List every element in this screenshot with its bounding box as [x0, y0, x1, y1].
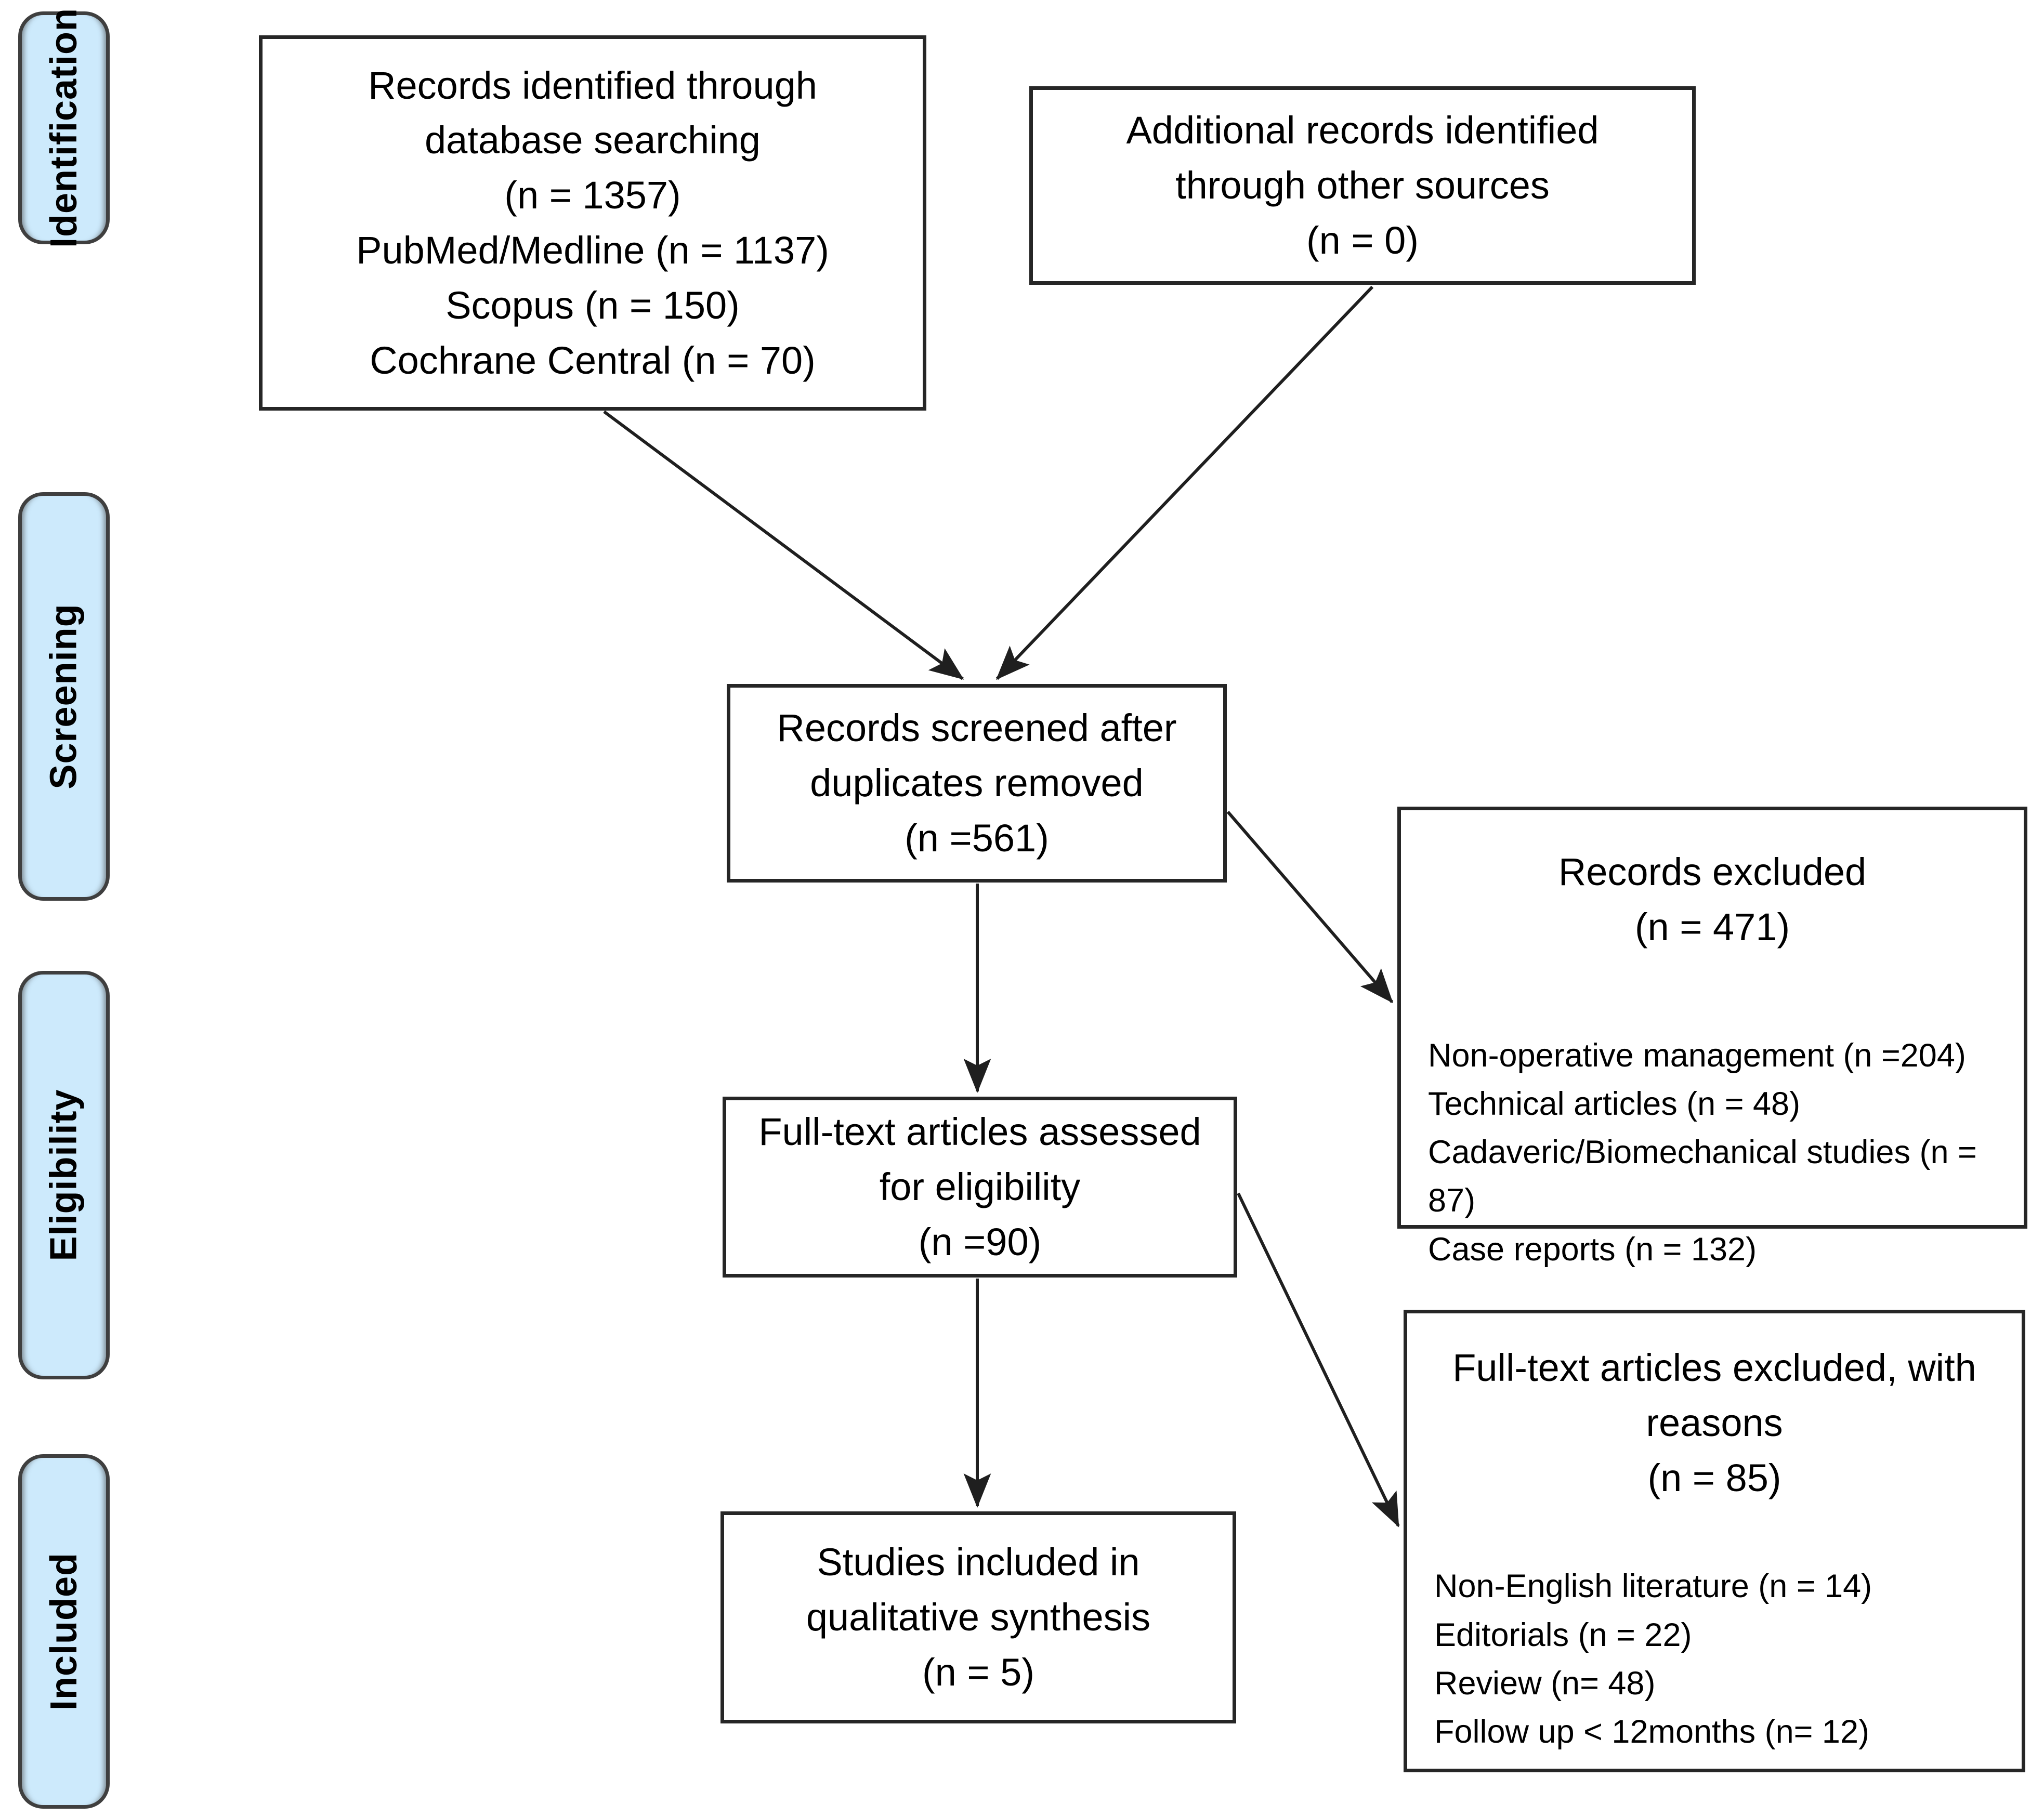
box-additional-records: Additional records identified through ot… [1029, 86, 1696, 285]
box-line: Additional records identified [1126, 109, 1599, 152]
box-line: for eligibility [879, 1165, 1081, 1209]
stage-label-text: Identification [43, 8, 85, 248]
list-item: Follow up < 12months (n= 12) [1434, 1714, 1869, 1750]
box-line: Scopus (n = 150) [446, 283, 740, 327]
list-item: Review (n= 48) [1434, 1665, 1656, 1702]
box-line: Records screened after [777, 706, 1177, 750]
list-item: Editorials (n = 22) [1434, 1616, 1692, 1653]
arrow-assessed-to-fulltext-excluded [1237, 1192, 1400, 1528]
arrow-screened-to-records-excluded [1226, 811, 1394, 1004]
box-line: Full-text articles excluded, with [1452, 1346, 1976, 1389]
box-studies-included: Studies included in qualitative synthesi… [720, 1511, 1236, 1723]
stage-label-text: Included [43, 1552, 85, 1711]
box-records-identified: Records identified through database sear… [259, 35, 926, 411]
list-item: Case reports (n = 132) [1428, 1231, 1757, 1268]
stage-label-eligibility: Eligibility [18, 971, 110, 1379]
box-line: PubMed/Medline (n = 1137) [356, 229, 829, 272]
arrow-additional-to-screened [995, 285, 1374, 680]
box-fulltext-excluded: Full-text articles excluded, with reason… [1404, 1310, 2025, 1772]
box-line: reasons [1646, 1401, 1783, 1444]
stage-label-text: Eligibility [43, 1089, 85, 1261]
box-records-excluded: Records excluded (n = 471) Non-operative… [1397, 807, 2027, 1268]
box-line: (n = 0) [1306, 218, 1419, 262]
box-line: duplicates removed [810, 761, 1144, 805]
exclusion-reasons-list: Non-English literature (n = 14) Editoria… [1407, 1562, 2022, 1756]
box-line: Cochrane Central (n = 70) [370, 338, 816, 382]
exclusion-reasons-list: Non-operative management (n =204) Techni… [1401, 1032, 2024, 1274]
stage-label-text: Screening [43, 603, 85, 789]
box-line: qualitative synthesis [806, 1596, 1151, 1639]
box-line: Records identified through [368, 63, 817, 107]
box-line: Full-text articles assessed [758, 1110, 1201, 1154]
box-line: Records excluded [1558, 850, 1867, 893]
list-item: Non-operative management (n =204) [1428, 1037, 1966, 1074]
stage-label-screening: Screening [18, 492, 110, 901]
stage-label-included: Included [18, 1454, 110, 1809]
box-line: (n = 471) [1634, 905, 1790, 949]
box-line: (n = 1357) [504, 174, 681, 217]
box-line: Studies included in [817, 1540, 1140, 1584]
box-line: (n = 85) [1647, 1456, 1781, 1499]
box-line: through other sources [1175, 164, 1550, 207]
list-item: Technical articles (n = 48) [1428, 1085, 1801, 1122]
box-line: (n = 5) [922, 1650, 1034, 1694]
box-line: (n =90) [918, 1220, 1042, 1263]
arrow-identified-to-screened [603, 410, 964, 680]
list-item: Cadaveric/Biomechanical studies (n = 87) [1428, 1134, 1977, 1219]
box-line: (n =561) [905, 816, 1049, 860]
box-title: Records excluded (n = 471) [1401, 845, 2024, 955]
box-records-screened: Records screened after duplicates remove… [727, 684, 1227, 883]
stage-label-identification: Identification [18, 8, 110, 248]
box-line: database searching [425, 118, 761, 162]
box-fulltext-assessed: Full-text articles assessed for eligibil… [723, 1097, 1237, 1278]
box-title: Full-text articles excluded, with reason… [1407, 1340, 2022, 1505]
list-item: Non-English literature (n = 14) [1434, 1568, 1872, 1605]
